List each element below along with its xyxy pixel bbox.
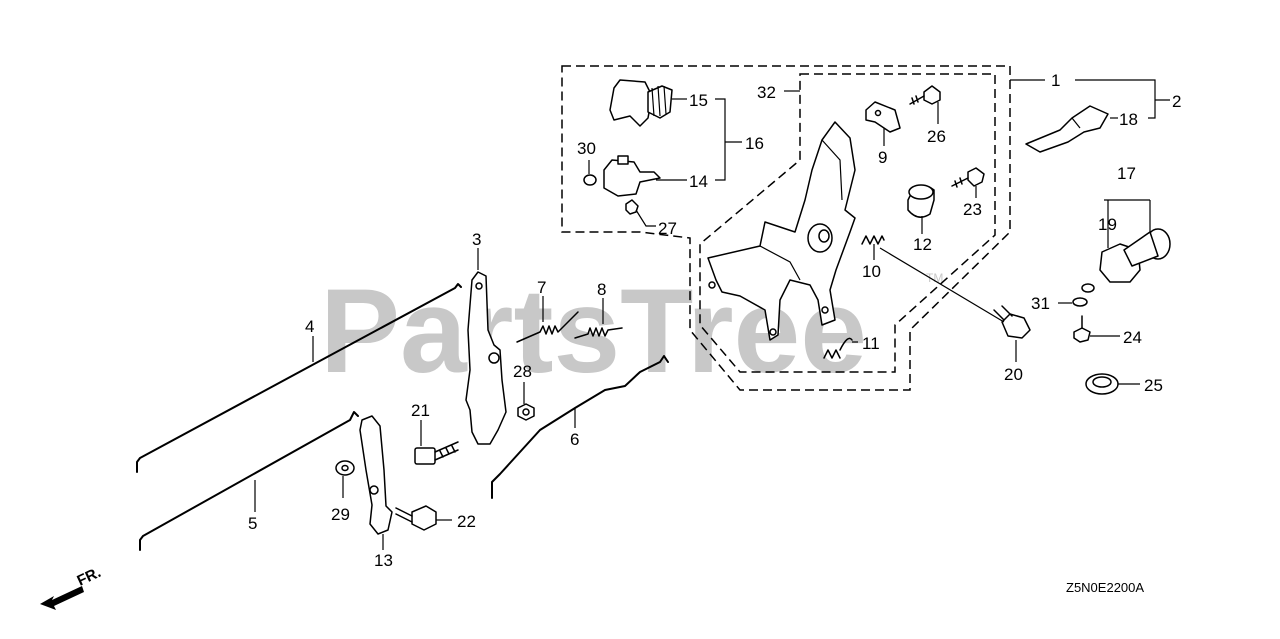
callout-7: 7	[537, 278, 546, 297]
part-25-clamp-inner	[1092, 376, 1112, 388]
callout-20: 20	[1004, 365, 1023, 384]
part-12-collar-top	[908, 184, 934, 200]
leader-17	[1104, 199, 1151, 248]
leader-16	[715, 98, 742, 181]
part-32-hole-2	[821, 306, 829, 314]
part-32-hole-3	[769, 328, 777, 336]
part-32-detail-2	[821, 139, 843, 201]
part-11-spring	[823, 337, 853, 359]
leader-20	[879, 247, 1017, 362]
callout-8: 8	[597, 280, 606, 299]
part-24-screw	[1073, 327, 1091, 343]
part-31-lock-washer	[1081, 283, 1095, 293]
part-7-spring	[516, 311, 579, 343]
part-29-washer-hole	[341, 464, 349, 472]
part-14-switch	[603, 159, 661, 197]
part-19-shaft	[1123, 231, 1159, 267]
callout-14: 14	[689, 172, 708, 191]
part-8-spring	[574, 327, 623, 339]
leader-2	[1075, 79, 1170, 119]
callout-21: 21	[411, 401, 430, 420]
part-15-cable-holder	[609, 79, 653, 127]
callout-27: 27	[658, 219, 677, 238]
part-9-hole	[874, 109, 882, 117]
part-32-control-base	[707, 121, 856, 341]
front-direction-indicator: FR.	[40, 564, 104, 610]
part-4-throttle-rod	[136, 283, 462, 473]
callout-12: 12	[913, 235, 932, 254]
callout-5: 5	[248, 514, 257, 533]
callout-labels: 1 2 3 4 5 6 7 8 9 10 11 12 13 14 15 16 1…	[248, 71, 1181, 570]
part-13-hole	[369, 485, 379, 495]
callout-19: 19	[1098, 215, 1117, 234]
callout-22: 22	[457, 512, 476, 531]
callout-28: 28	[513, 362, 532, 381]
callout-26: 26	[927, 127, 946, 146]
callout-4: 4	[305, 317, 314, 336]
callout-24: 24	[1123, 328, 1142, 347]
callout-16: 16	[745, 134, 764, 153]
part-32-detail-1	[759, 245, 801, 281]
part-18-detail	[1071, 117, 1081, 129]
front-arrow-icon	[40, 586, 84, 610]
callout-23: 23	[963, 200, 982, 219]
part-32-hole-1	[708, 281, 716, 289]
watermark-tm: TM	[926, 271, 943, 285]
callout-32: 32	[757, 83, 776, 102]
callout-25: 25	[1144, 376, 1163, 395]
part-26-screw-head	[923, 85, 941, 105]
callout-13: 13	[374, 551, 393, 570]
part-5-choke-rod	[139, 411, 359, 551]
part-22-flange-bolt	[411, 505, 437, 531]
callout-9: 9	[878, 148, 887, 167]
callout-31: 31	[1031, 294, 1050, 313]
callout-10: 10	[862, 262, 881, 281]
part-28-nut-hole	[522, 408, 530, 416]
callout-15: 15	[689, 91, 708, 110]
part-23-screw-shank	[951, 177, 969, 188]
callout-17: 17	[1117, 164, 1136, 183]
part-18-bracket	[1025, 105, 1109, 153]
callout-3: 3	[472, 230, 481, 249]
part-3-hole	[475, 282, 483, 290]
leader-lines	[254, 79, 1170, 550]
callout-18: 18	[1119, 110, 1138, 129]
diagram-code: Z5N0E2200A	[1066, 580, 1144, 595]
callout-6: 6	[570, 430, 579, 449]
callout-1: 1	[1051, 71, 1060, 90]
part-6-governor-rod	[491, 355, 669, 499]
part-3-governor-arm	[465, 271, 507, 445]
part-14-switch-tab	[617, 155, 629, 165]
part-20-flange-bolt	[1001, 313, 1031, 339]
group-outlines	[561, 65, 1011, 391]
part-22-bolt-shank	[395, 507, 413, 523]
callout-29: 29	[331, 505, 350, 524]
part-23-screw-head	[967, 167, 985, 187]
part-9-plate	[865, 101, 901, 133]
part-27-screw	[625, 199, 639, 215]
callout-2: 2	[1172, 92, 1181, 111]
part-3-boss	[488, 352, 500, 364]
watermark: PartsTree TM	[320, 264, 943, 398]
callout-30: 30	[577, 139, 596, 158]
assembly-1-outline	[561, 65, 1011, 391]
assembly-32-outline	[699, 73, 996, 373]
part-30-washer	[583, 174, 597, 186]
leader-27	[635, 209, 656, 227]
part-21-bolt-shank	[434, 441, 459, 461]
part-26-screw-shank	[909, 95, 925, 105]
part-15-ribs	[651, 85, 667, 117]
part-20-bolt-shank	[993, 305, 1013, 321]
callout-11: 11	[862, 334, 880, 353]
front-label: FR.	[75, 564, 104, 590]
part-10-spring	[861, 235, 885, 245]
part-21-bolt-head	[414, 447, 436, 465]
part-32-pivot-hole	[818, 229, 830, 243]
part-31-washer	[1072, 297, 1088, 307]
part-13-choke-arm	[359, 415, 393, 535]
